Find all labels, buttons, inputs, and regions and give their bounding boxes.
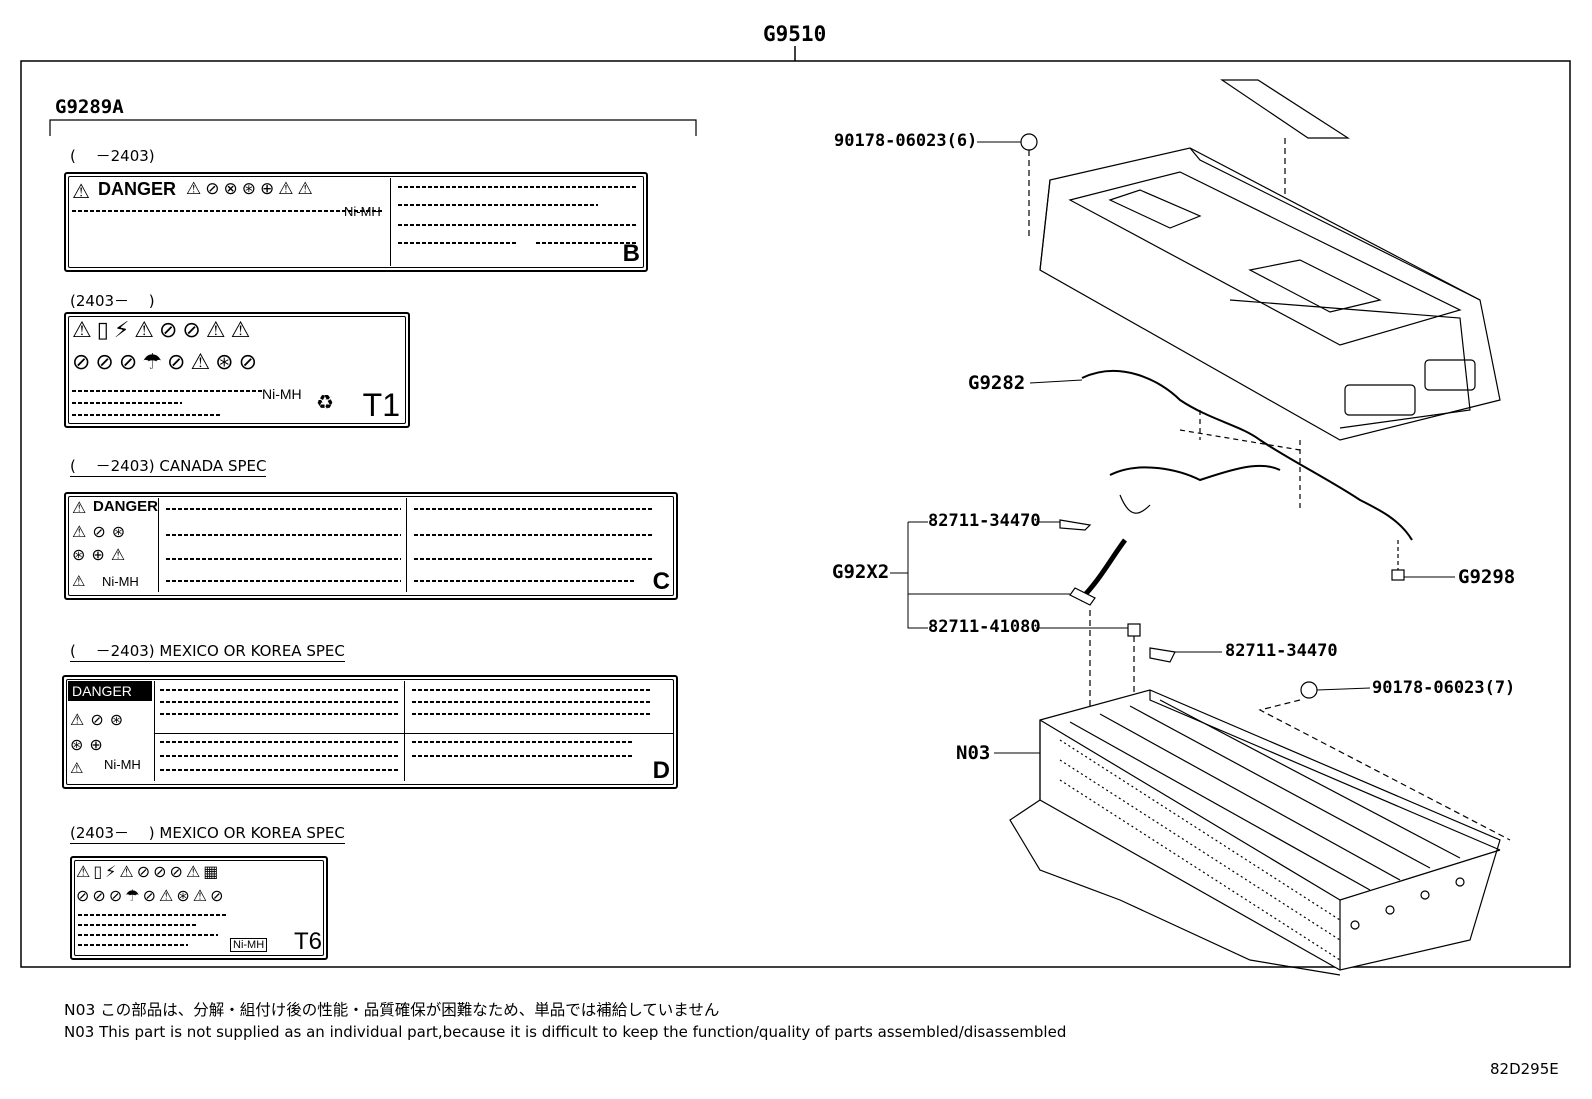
warning-label-b[interactable]: ⚠ DANGER ⚠⊘⊗⊛⊕⚠⚠ Ni-MH B <box>64 172 648 272</box>
chemistry-mark: Ni-MH <box>262 386 302 402</box>
callout-82711-41080[interactable]: 82711-41080 <box>928 617 1041 637</box>
hazard-icons-row-2: ⊘⊘⊘☂⊘⚠⊛⊘ <box>72 350 263 375</box>
callout-nut-top[interactable]: 90178-06023(6) <box>834 131 978 151</box>
hazard-small-icon: ⚠ <box>72 572 86 590</box>
chemistry-mark: Ni-MH <box>104 757 141 772</box>
warning-label-t1[interactable]: ⚠▯⚡⚠⊘⊘⚠⚠ ⊘⊘⊘☂⊘⚠⊛⊘ Ni-MH ♻ T1 <box>64 312 410 428</box>
danger-banner <box>68 681 152 701</box>
label-d-caption: ( －2403) MEXICO OR KOREA SPEC <box>70 642 345 662</box>
illustration-code: 82D295E <box>1490 1060 1559 1078</box>
callout-nut-bottom[interactable]: 90178-06023(7) <box>1372 678 1516 698</box>
label-variant-letter: D <box>652 757 670 784</box>
warning-label-t6[interactable]: ⚠▯⚡⚠⊘⊘⊘⚠▦ ⊘⊘⊘☂⊘⚠⊛⚠⊘ Ni-MH T6 <box>70 856 328 960</box>
callout-g9298[interactable]: G9298 <box>1458 566 1516 588</box>
callout-82711-34470-b[interactable]: 82711-34470 <box>1225 641 1338 661</box>
hazard-icons-row: ⚠⊘⊗⊛⊕⚠⚠ <box>186 179 317 199</box>
label-variant-letter: C <box>652 568 670 595</box>
warning-triangle-icon: ⚠ <box>72 179 90 203</box>
label-variant-letter: B <box>622 240 640 267</box>
callout-g9282[interactable]: G9282 <box>968 372 1026 394</box>
callout-82711-34470-a[interactable]: 82711-34470 <box>928 511 1041 531</box>
hazard-icons-grid: ⚠⊘⊛⊛⊕⚠ <box>72 522 132 564</box>
danger-heading: DANGER <box>72 683 132 699</box>
label-variant-letter: T1 <box>362 387 400 423</box>
label-variant-letter: T6 <box>293 928 322 955</box>
note-english: N03 This part is not supplied as an indi… <box>64 1023 1067 1041</box>
note-japanese: N03 この部品は、分解・組付け後の性能・品質確保が困難なため、単品では補給して… <box>64 1001 720 1019</box>
hazard-icons-grid: ⚠⊘⊛⊛⊕ <box>70 710 130 754</box>
label-c-caption: ( －2403) CANADA SPEC <box>70 457 267 477</box>
warning-triangle-icon: ⚠ <box>72 498 87 517</box>
callout-g92x2[interactable]: G92X2 <box>832 561 890 583</box>
label-group-code[interactable]: G9289A <box>55 96 124 118</box>
danger-heading: DANGER <box>98 179 177 199</box>
label-t1-caption: (2403－ ) <box>70 292 155 310</box>
label-t6-caption: (2403－ ) MEXICO OR KOREA SPEC <box>70 824 345 844</box>
hazard-icons-row-1: ⚠▯⚡⚠⊘⊘⊘⚠▦ <box>76 862 222 881</box>
chemistry-mark: Ni-MH <box>230 938 268 952</box>
recycle-icon: ♻ <box>316 390 334 414</box>
chemistry-mark: Ni-MH <box>344 204 381 219</box>
chemistry-mark: Ni-MH <box>102 574 139 589</box>
hazard-icons-row-1: ⚠▯⚡⚠⊘⊘⚠⚠ <box>72 318 256 343</box>
assembly-code-title[interactable]: G9510 <box>763 22 827 46</box>
label-b-caption: ( －2403) <box>70 147 155 165</box>
danger-heading: DANGER <box>93 498 159 515</box>
hazard-small-icon: ⚠ <box>70 759 84 777</box>
callout-n03[interactable]: N03 <box>956 742 991 764</box>
hazard-icons-row-2: ⊘⊘⊘☂⊘⚠⊛⚠⊘ <box>76 886 227 905</box>
warning-label-c[interactable]: ⚠ DANGER ⚠⊘⊛⊛⊕⚠ ⚠ Ni-MH C <box>64 492 678 600</box>
warning-label-d[interactable]: DANGER ⚠⊘⊛⊛⊕ ⚠ Ni-MH D <box>62 675 678 789</box>
